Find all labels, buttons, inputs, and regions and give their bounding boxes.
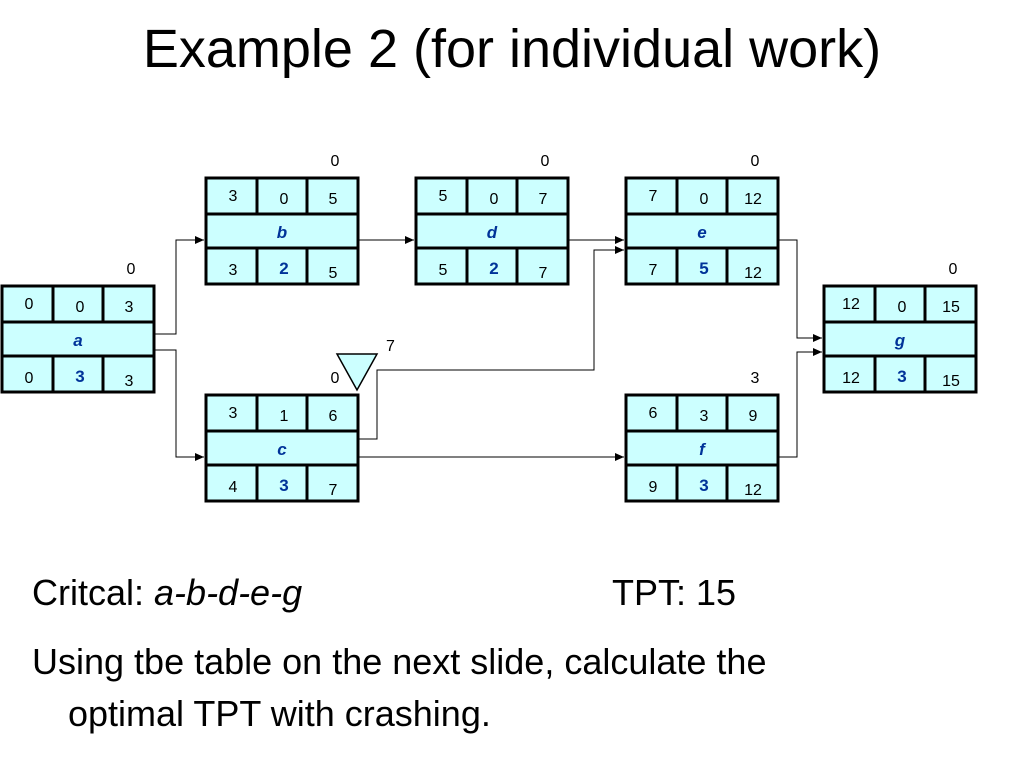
top-cell-0: 7 (649, 188, 658, 205)
bottom-cell-0: 4 (229, 479, 238, 496)
bottom-cell-2: 15 (942, 373, 960, 390)
edge-a-b (154, 236, 204, 335)
top-cell-2: 5 (329, 191, 338, 208)
top-cell-0: 6 (649, 405, 658, 422)
bottom-cell-0: 5 (439, 262, 448, 279)
edges-layer (154, 236, 822, 461)
node-name: d (487, 223, 498, 242)
node-name: g (894, 331, 906, 350)
bottom-cell-2: 7 (539, 265, 548, 282)
slide-title: Example 2 (for individual work) (142, 19, 882, 79)
node-name: e (697, 223, 706, 242)
bottom-cell-2: 5 (329, 265, 338, 282)
bottom-cell-0: 7 (649, 262, 658, 279)
node-box (624, 176, 780, 286)
duration-value: 3 (279, 476, 288, 495)
duration-value: 3 (897, 367, 906, 386)
bottom-cell-0: 0 (25, 370, 34, 387)
duration-value: 3 (699, 476, 708, 495)
node-name: c (277, 440, 287, 459)
bottom-cell-0: 3 (229, 262, 238, 279)
node-box (822, 284, 978, 394)
slack-value: 0 (751, 153, 760, 170)
bottom-cell-2: 7 (329, 482, 338, 499)
bottom-cell-0: 12 (842, 370, 860, 387)
node-box (624, 393, 780, 503)
top-cell-0: 12 (842, 296, 860, 313)
top-cell-2: 15 (942, 299, 960, 316)
duration-value: 2 (489, 259, 498, 278)
edge-f-g (778, 348, 822, 458)
duration-value: 5 (699, 259, 708, 278)
top-cell-1: 0 (898, 299, 907, 316)
node-name: b (277, 223, 287, 242)
top-cell-2: 7 (539, 191, 548, 208)
critical-path-line: Critcal: a-b-d-e-g (32, 571, 302, 615)
slack-value: 0 (541, 153, 550, 170)
top-cell-0: 3 (229, 188, 238, 205)
top-cell-1: 0 (700, 191, 709, 208)
top-cell-2: 12 (744, 191, 762, 208)
top-cell-1: 0 (76, 299, 85, 316)
bottom-cell-0: 9 (649, 479, 658, 496)
slack-value: 0 (127, 261, 136, 278)
top-cell-2: 3 (125, 299, 134, 316)
node-box (204, 393, 360, 503)
nodes-layer: 0 0 3 0 3 3 a 0 3 0 5 3 2 5 b 0 3 1 6 4 3 7 c 0 5 0 7 5 2 7 d 0 7 0 12 7 5 12… (0, 153, 978, 503)
node-c: 3 1 6 4 3 7 c 0 (204, 370, 360, 503)
node-f: 6 3 9 9 3 12 f 3 (624, 370, 780, 503)
node-a: 0 0 3 0 3 3 a 0 (0, 261, 156, 394)
node-name: a (73, 331, 82, 350)
buffer-triangle-icon (335, 353, 379, 392)
slack-value: 0 (331, 153, 340, 170)
node-box (414, 176, 570, 286)
node-box (204, 176, 360, 286)
edge-a-c (154, 349, 204, 461)
bottom-cell-2: 12 (744, 265, 762, 282)
duration-value: 2 (279, 259, 288, 278)
top-cell-1: 0 (490, 191, 499, 208)
top-cell-2: 9 (749, 408, 758, 425)
node-d: 5 0 7 5 2 7 d 0 (414, 153, 570, 286)
node-box (0, 284, 156, 394)
critical-label: Critcal: (32, 572, 145, 613)
node-b: 3 0 5 3 2 5 b 0 (204, 153, 360, 286)
instruction-text: Using tbe table on the next slide, calcu… (32, 636, 992, 740)
node-e: 7 0 12 7 5 12 e 0 (624, 153, 780, 286)
node-g: 12 0 15 12 3 15 g 0 (822, 261, 978, 394)
edge-c-e (358, 246, 624, 440)
top-cell-1: 3 (700, 408, 709, 425)
critical-path: a-b-d-e-g (154, 572, 303, 613)
duration-value: 3 (75, 367, 84, 386)
top-cell-0: 3 (229, 405, 238, 422)
instruction-line-2: optimal TPT with crashing. (68, 693, 491, 734)
top-cell-1: 0 (280, 191, 289, 208)
top-cell-1: 1 (280, 408, 289, 425)
top-cell-0: 0 (25, 296, 34, 313)
edge-e-g (778, 239, 822, 342)
top-cell-2: 6 (329, 408, 338, 425)
tpt-label: TPT: 15 (612, 572, 737, 613)
instruction-line-1: Using tbe table on the next slide, calcu… (32, 641, 767, 682)
top-cell-0: 5 (439, 188, 448, 205)
slack-value: 0 (331, 370, 340, 387)
slack-value: 3 (751, 370, 760, 387)
buffer-layer: 7 (335, 338, 395, 392)
buffer-value: 7 (386, 338, 395, 355)
slack-value: 0 (949, 261, 958, 278)
bottom-cell-2: 3 (125, 373, 134, 390)
bottom-cell-2: 12 (744, 482, 762, 499)
node-name: f (699, 440, 707, 459)
